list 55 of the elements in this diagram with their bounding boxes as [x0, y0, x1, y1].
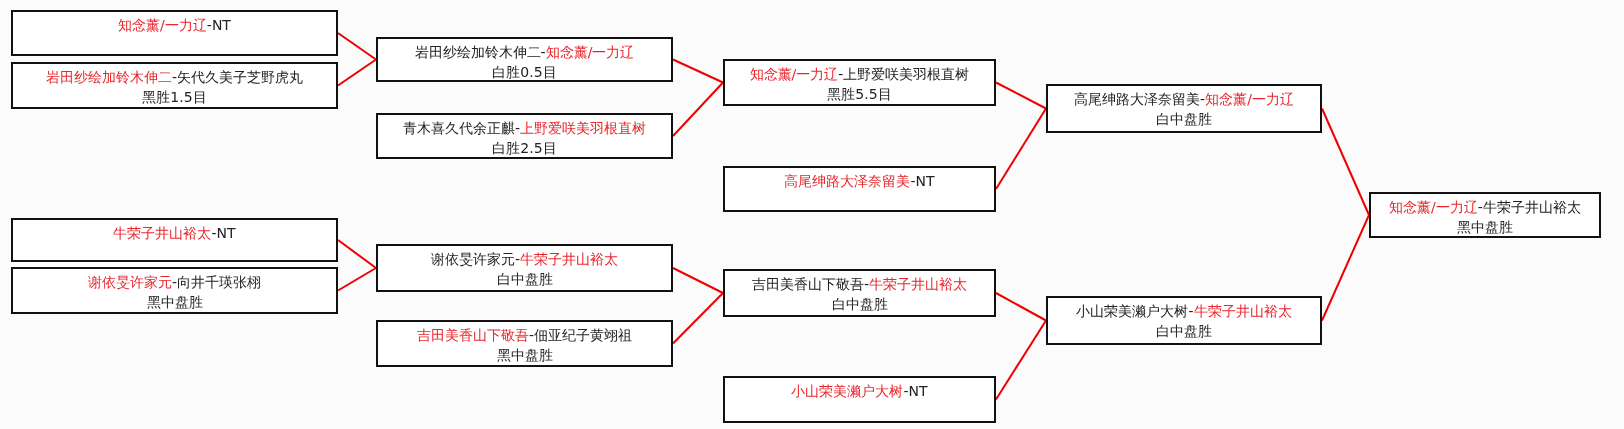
- match-box: [723, 166, 996, 212]
- connector-line: [337, 58, 377, 87]
- match-box: [723, 376, 996, 423]
- match-box: [11, 267, 338, 314]
- connector-line: [995, 319, 1047, 401]
- match-box: [376, 320, 673, 367]
- match-box: [11, 62, 338, 109]
- connector-line: [672, 58, 724, 84]
- connector-line: [672, 267, 724, 294]
- result-text: 黑胜5.5目: [826, 85, 893, 104]
- match-pairing: 岩田纱绘加铃木伸二-知念薰/一力辽: [413, 43, 636, 62]
- result-text: 白中盘胜: [495, 270, 554, 289]
- result-text: 黑中盘胜: [145, 293, 204, 312]
- match-pairing: 小山荣美濑户大树-NT: [790, 382, 929, 401]
- match-pairing: 高尾绅路大泽奈留美-知念薰/一力辽: [1073, 90, 1295, 109]
- connector-line: [995, 107, 1047, 190]
- result-text: 黑中盘胜: [495, 346, 554, 365]
- match-pairing: 谢依旻许家元-牛荣子井山裕太: [429, 250, 620, 269]
- result-text: 白中盘胜: [1155, 110, 1213, 129]
- connector-line: [672, 292, 724, 345]
- match-pairing: 牛荣子井山裕太-NT: [112, 224, 237, 243]
- match-box: [11, 218, 338, 262]
- result-text: 白中盘胜: [1155, 322, 1213, 341]
- match-pairing: 青木喜久代余正麒-上野爱咲美羽根直树: [401, 119, 648, 138]
- match-box: [1046, 84, 1322, 133]
- match-pairing: 知念薰/一力辽-牛荣子井山裕太: [1388, 198, 1582, 217]
- match-box: [376, 244, 673, 292]
- connector-line: [337, 239, 377, 269]
- result-text: 白胜2.5目: [491, 139, 558, 158]
- match-box: [376, 113, 673, 159]
- match-box: [1369, 192, 1601, 238]
- match-pairing: 小山荣美濑户大树-牛荣子井山裕太: [1075, 302, 1293, 321]
- connector-line: [337, 267, 377, 292]
- connector-line: [995, 292, 1047, 322]
- match-box: [376, 37, 673, 82]
- match-pairing: 知念薰/一力辽-上野爱咲美羽根直树: [748, 65, 971, 84]
- result-text: 白中盘胜: [830, 295, 889, 314]
- connector-line: [672, 81, 724, 137]
- match-box: [1046, 296, 1322, 345]
- result-text: 黑中盘胜: [1456, 218, 1514, 237]
- result-text: 黑胜1.5目: [141, 88, 208, 107]
- connector-line: [1321, 107, 1370, 216]
- match-pairing: 岩田纱绘加铃木伸二-矢代久美子芝野虎丸: [44, 68, 305, 87]
- match-pairing: 谢依旻许家元-向井千瑛张栩: [86, 273, 263, 292]
- result-text: 白胜0.5目: [491, 63, 558, 82]
- connector-line: [1321, 214, 1370, 322]
- match-pairing: 吉田美香山下敬吾-牛荣子井山裕太: [750, 275, 969, 294]
- connector-line: [995, 81, 1047, 110]
- match-box: [723, 269, 996, 317]
- match-pairing: 知念薰/一力辽-NT: [117, 16, 232, 35]
- match-pairing: 吉田美香山下敬吾-佃亚纪子黄翊祖: [415, 326, 634, 345]
- connector-line: [337, 32, 377, 61]
- match-pairing: 高尾绅路大泽奈留美-NT: [783, 172, 936, 191]
- match-box: [723, 59, 996, 106]
- match-box: [11, 10, 338, 56]
